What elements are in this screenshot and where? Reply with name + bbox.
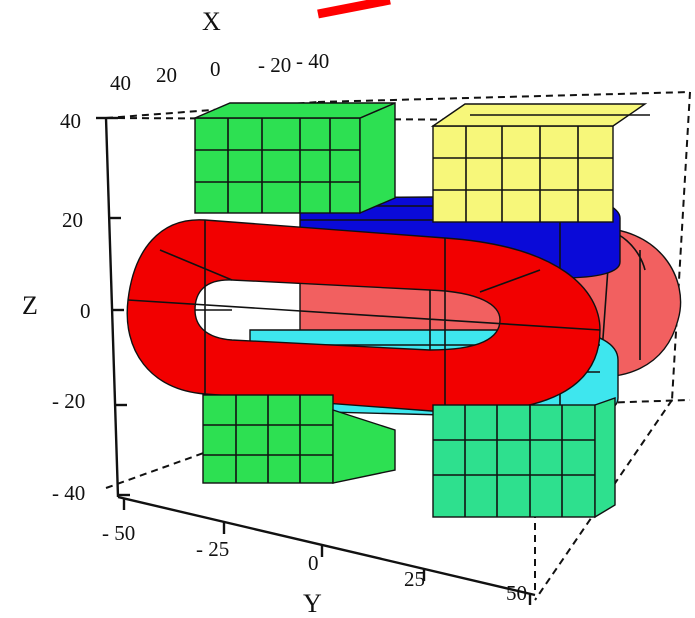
y-axis-title: Y bbox=[303, 589, 322, 618]
z-tick-label: 40 bbox=[60, 109, 81, 133]
green-block-bottom-left bbox=[202, 394, 396, 484]
x-tick-label: - 20 bbox=[258, 53, 291, 77]
y-tick-label: - 25 bbox=[196, 537, 229, 561]
red-coil-front bbox=[126, 219, 601, 413]
x-tick-label: - 40 bbox=[296, 49, 329, 73]
x-tick-label: 0 bbox=[210, 57, 221, 81]
z-axis-title: Z bbox=[22, 291, 38, 320]
green-block-top-left bbox=[194, 101, 396, 215]
z-tick-label: 0 bbox=[80, 299, 91, 323]
x-axis-title: X bbox=[202, 7, 221, 36]
y-tick-label: 50 bbox=[506, 581, 527, 605]
teal-block-bottom-right bbox=[432, 397, 616, 519]
y-tick-label: 0 bbox=[308, 551, 319, 575]
z-tick-label: 20 bbox=[62, 208, 83, 232]
yellow-block-top-right bbox=[430, 103, 650, 223]
annotation-mark bbox=[317, 0, 391, 19]
y-axis-ticks bbox=[122, 498, 532, 605]
z-tick-label: - 40 bbox=[52, 481, 85, 505]
x-tick-label: 20 bbox=[156, 63, 177, 87]
z-tick-label: - 20 bbox=[52, 389, 85, 413]
x-tick-label: 40 bbox=[110, 71, 131, 95]
y-tick-label: 25 bbox=[404, 567, 425, 591]
y-tick-label: - 50 bbox=[102, 521, 135, 545]
bounding-box-front bbox=[96, 116, 536, 597]
z-axis-ticks bbox=[106, 116, 130, 497]
